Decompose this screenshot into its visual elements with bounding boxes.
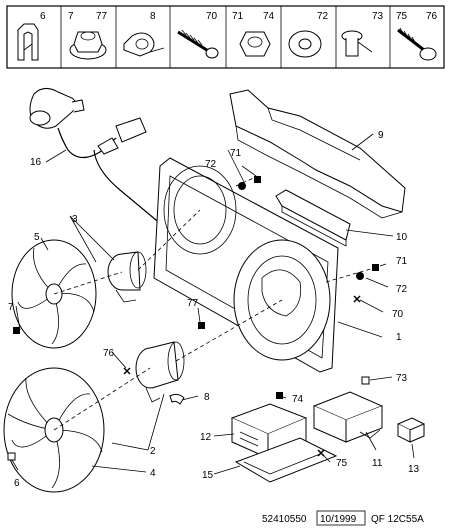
strip-label-6: 6 [40, 11, 46, 22]
callout-10: 10 [396, 232, 408, 243]
air-deflector [229, 89, 406, 219]
harness-clip [169, 393, 185, 405]
footer-date-box [316, 510, 366, 526]
callout-5: 5 [34, 232, 40, 243]
footer-ref: 52410550 [262, 514, 307, 525]
flange-nut-icon [69, 31, 107, 60]
callout-71b: 71 [396, 256, 408, 267]
resistor-bracket [275, 189, 351, 247]
callout-6: 6 [14, 478, 20, 489]
callout-13: 13 [408, 464, 420, 475]
rivet-marker [361, 376, 370, 385]
callout-70: 70 [392, 309, 404, 320]
cable-clip-icon [123, 32, 165, 57]
clip-marker [7, 452, 16, 461]
hardware-strip: 6 7 77 8 70 71 74 72 73 75 76 [6, 5, 445, 69]
callout-15: 15 [202, 470, 214, 481]
callout-12: 12 [200, 432, 212, 443]
callout-74: 74 [292, 394, 304, 405]
callouts: 9 10 1 3 5 7 16 72 71 71 72 70 77 76 8 2… [8, 130, 420, 489]
callout-75: 75 [336, 458, 348, 469]
assembly-axes [53, 175, 375, 431]
nut-marker [13, 327, 20, 334]
screw-icon [177, 29, 219, 59]
callout-11: 11 [372, 458, 383, 469]
callout-4: 4 [150, 468, 156, 479]
callout-71a: 71 [230, 148, 242, 159]
callout-76: 76 [103, 348, 115, 359]
flange-bolt-icon [397, 27, 437, 61]
callout-8: 8 [204, 392, 210, 403]
nut-marker [356, 272, 364, 280]
strip-label-77: 77 [96, 11, 108, 22]
leader-lines [11, 133, 415, 475]
strip-label-75: 75 [396, 11, 408, 22]
relay-unit [312, 391, 384, 443]
callout-16: 16 [30, 157, 42, 168]
footer-code: QF 12C55A [371, 514, 424, 525]
callout-77: 77 [187, 298, 199, 309]
footer: 52410550 10/1999 QF 12C55A [262, 510, 424, 526]
footer-date: 10/1999 [320, 514, 357, 525]
strip-label-8: 8 [150, 11, 156, 22]
rivet-icon [341, 30, 373, 57]
nut-marker [238, 182, 246, 190]
strip-label-73: 73 [372, 11, 384, 22]
strip-label-72: 72 [317, 11, 329, 22]
bolt-marker [123, 367, 131, 375]
washer-icon [288, 30, 322, 58]
callout-3: 3 [72, 214, 78, 225]
mounting-plate [234, 437, 338, 483]
nut-marker [372, 264, 379, 271]
strip-label-70: 70 [206, 11, 218, 22]
callout-7: 7 [8, 302, 14, 313]
callout-72a: 72 [205, 159, 217, 170]
nut-marker [276, 392, 283, 399]
temperature-switch [29, 88, 169, 231]
fan-shroud [153, 157, 339, 373]
callout-1: 1 [396, 332, 402, 343]
callout-72b: 72 [396, 284, 408, 295]
strip-label-71: 71 [232, 11, 244, 22]
strip-label-76: 76 [426, 11, 438, 22]
hex-nut-icon [239, 31, 271, 57]
callout-73: 73 [396, 373, 408, 384]
callout-9: 9 [378, 130, 384, 141]
nut-marker [198, 322, 205, 329]
screw-marker [353, 295, 361, 303]
strip-label-7: 7 [68, 11, 74, 22]
relay [396, 417, 426, 443]
spring-clip-icon [17, 23, 39, 61]
nut-marker [254, 176, 261, 183]
callout-2: 2 [150, 446, 156, 457]
strip-label-74: 74 [263, 11, 275, 22]
